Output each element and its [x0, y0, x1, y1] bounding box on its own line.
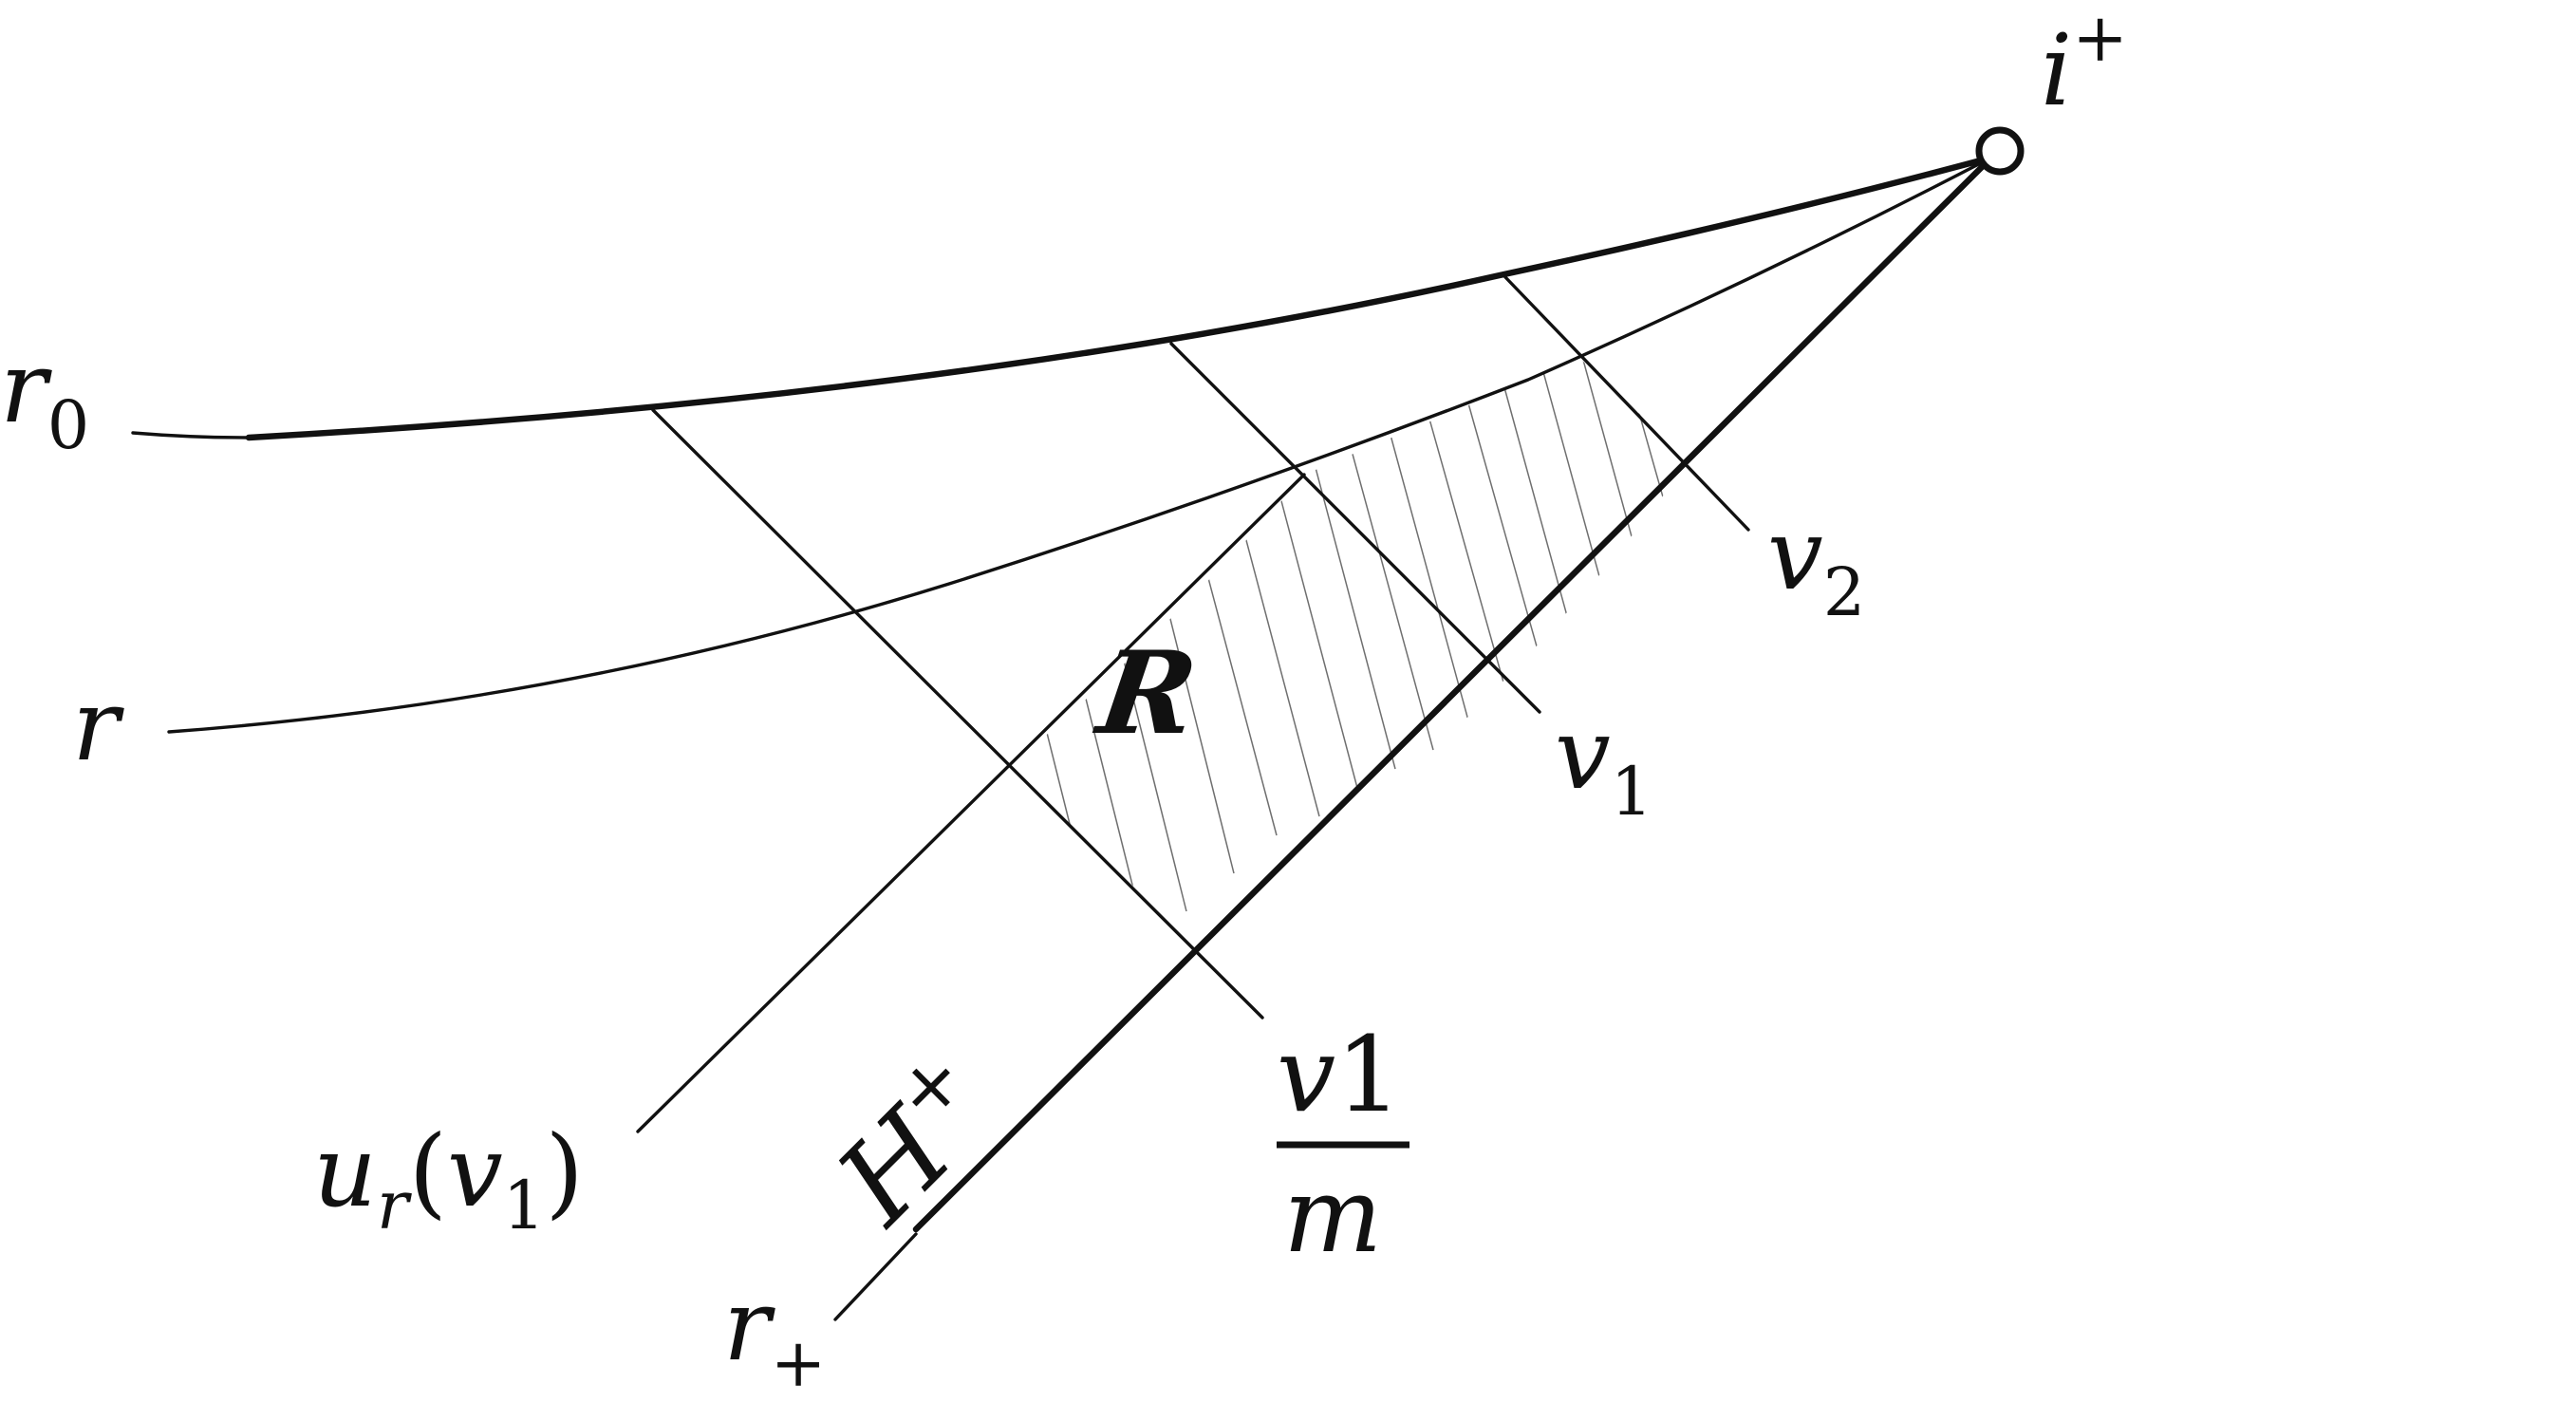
horizon-label: H+: [804, 1032, 1022, 1250]
i-plus-label: i+: [2041, 0, 2128, 128]
v1-line: [1169, 342, 1541, 714]
r0-curve-main: [245, 154, 1995, 441]
event-horizon-line: [833, 154, 1995, 1321]
v2-line: [1503, 275, 1750, 532]
i-plus-point: [1975, 126, 2025, 176]
r-curve: [167, 156, 1993, 734]
fraction-numerator: v1: [1277, 1014, 1402, 1135]
region-label: R: [1088, 627, 1204, 760]
r-label: r: [72, 667, 124, 783]
r0-label: r0: [0, 329, 89, 464]
r-plus-label: r+: [723, 1267, 826, 1402]
ur-v1-line: [636, 473, 1306, 1133]
v1-over-m-fraction: v1 m: [1277, 1014, 1409, 1276]
v2-label: v2: [1767, 496, 1865, 631]
fraction-denominator: m: [1283, 1154, 1382, 1276]
ur-v1-label: ur(v1): [313, 1113, 584, 1244]
horizon-line-lower: [833, 1232, 918, 1321]
r0-curve-lead: [131, 431, 251, 440]
v1-label: v1: [1555, 696, 1652, 831]
v1-over-m-line: [651, 408, 1264, 1020]
horizon-line-upper: [912, 154, 1995, 1233]
r0-curve: [131, 154, 1995, 441]
